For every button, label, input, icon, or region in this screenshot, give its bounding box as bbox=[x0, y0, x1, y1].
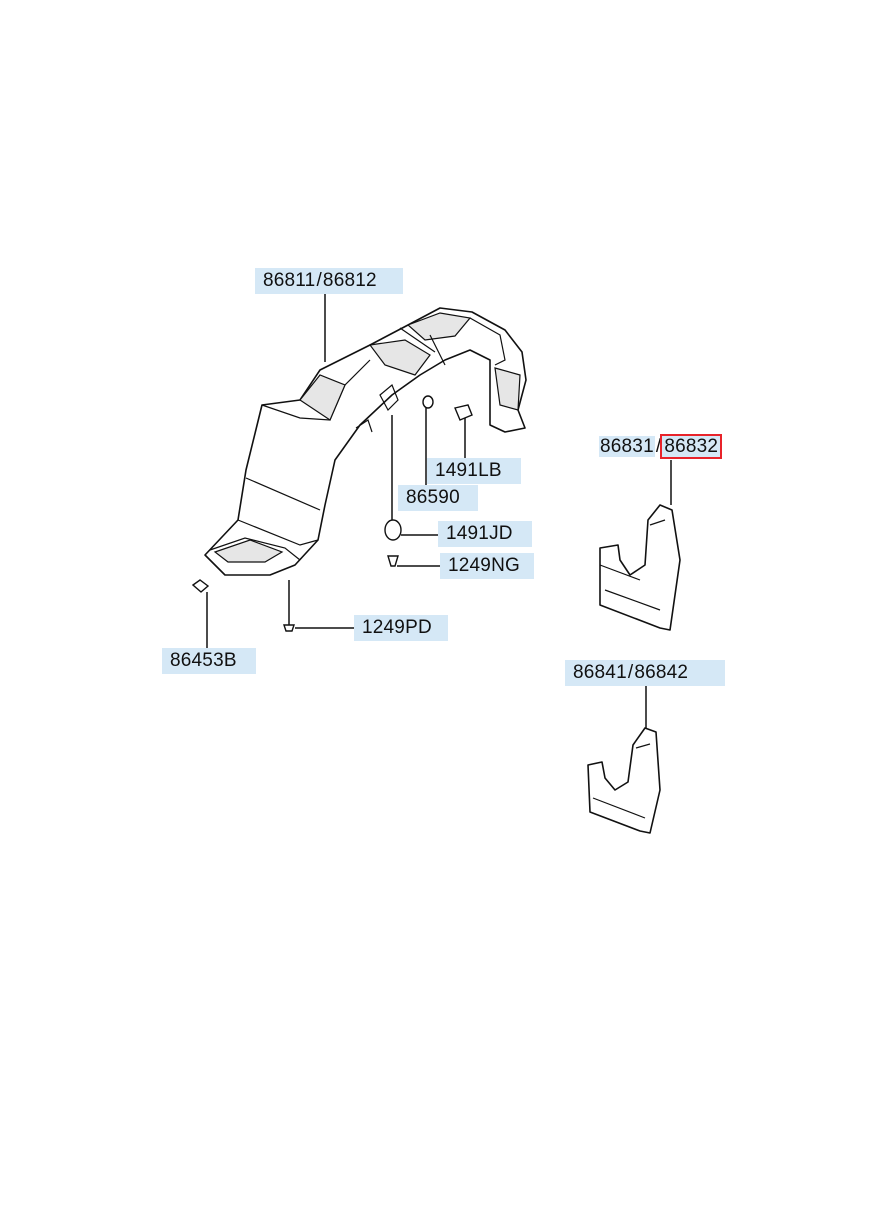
mud-guard-rear-drawing bbox=[587, 727, 661, 834]
leader-lines bbox=[206, 292, 672, 728]
separator: / bbox=[316, 270, 322, 291]
part-number-86842[interactable]: 86842 bbox=[634, 662, 689, 683]
part-number-1249PD[interactable]: 1249PD bbox=[362, 617, 432, 638]
callout-1491JD[interactable]: 1491JD bbox=[438, 521, 532, 547]
separator: / bbox=[627, 662, 634, 683]
callout-mud-guard-rear[interactable]: 86841/86842 bbox=[565, 660, 725, 686]
part-number-86831[interactable]: 86831 bbox=[599, 436, 655, 457]
callout-1491LB[interactable]: 1491LB bbox=[427, 458, 521, 484]
part-number-1491LB[interactable]: 1491LB bbox=[435, 460, 502, 481]
callout-1249NG[interactable]: 1249NG bbox=[440, 553, 534, 579]
part-number-86811[interactable]: 86811 bbox=[263, 270, 316, 291]
part-number-86453B[interactable]: 86453B bbox=[170, 650, 237, 671]
callout-wheel-guard[interactable]: 86811/86812 bbox=[255, 268, 403, 294]
part-number-86841[interactable]: 86841 bbox=[573, 662, 627, 683]
part-number-86812[interactable]: 86812 bbox=[322, 270, 377, 291]
callout-86590[interactable]: 86590 bbox=[398, 485, 478, 511]
callout-mud-guard-front[interactable]: 86831/86832 bbox=[591, 434, 749, 460]
separator: / bbox=[655, 436, 662, 457]
part-number-86832-selected[interactable]: 86832 bbox=[660, 434, 723, 459]
callout-86453B[interactable]: 86453B bbox=[162, 648, 256, 674]
mud-guard-front-drawing bbox=[599, 504, 681, 631]
part-number-1491JD[interactable]: 1491JD bbox=[446, 523, 513, 544]
hardware-drawings bbox=[191, 395, 473, 632]
wheel-guard-drawing bbox=[204, 307, 527, 576]
callout-1249PD[interactable]: 1249PD bbox=[354, 615, 448, 641]
part-number-86590[interactable]: 86590 bbox=[406, 487, 460, 508]
part-number-1249NG[interactable]: 1249NG bbox=[448, 555, 520, 576]
